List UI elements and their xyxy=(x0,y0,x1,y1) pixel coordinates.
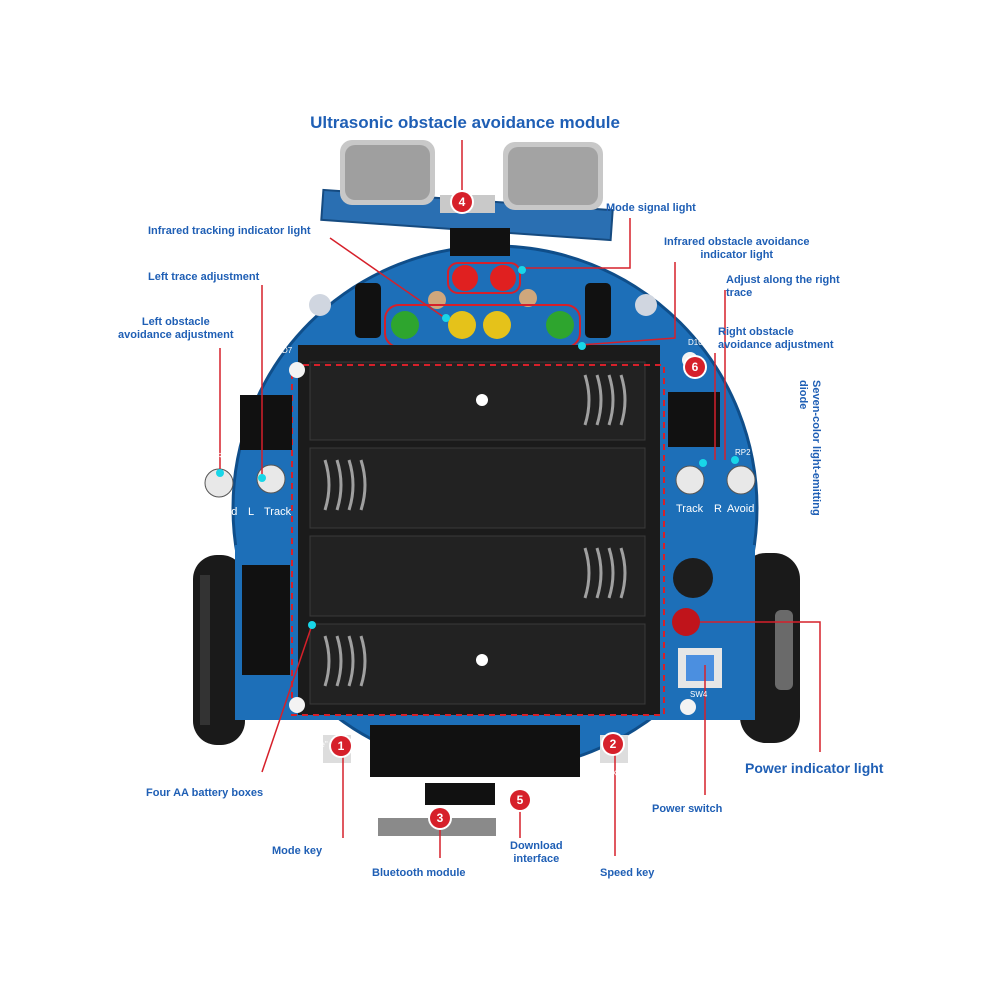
left-obstacle-label: Left obstacle avoidance adjustment xyxy=(118,316,234,341)
mode-key-label: Mode key xyxy=(272,845,323,857)
mode-signal-leds xyxy=(452,265,516,291)
ultrasonic-sensor-icon xyxy=(320,140,614,256)
bluetooth-label: Bluetooth module xyxy=(372,867,466,879)
pcb-avoid-right: Avoid xyxy=(727,503,755,515)
ic-chips xyxy=(240,392,720,836)
pcb-mode: Mode xyxy=(298,724,326,736)
infrared-tracking-label: Infrared tracking indicator light xyxy=(148,225,311,237)
download-interface-label: Download interface xyxy=(510,840,563,865)
pcb-d7: D7 xyxy=(282,346,293,355)
leader-lines xyxy=(219,140,821,858)
pcb-speed-quoted: "Speed" xyxy=(646,740,675,749)
pcb-k1: K1 xyxy=(352,769,362,778)
battery-box xyxy=(291,345,665,716)
speed-key-label: Speed key xyxy=(600,867,655,879)
pcb-track-right: Track xyxy=(676,503,704,515)
pcb-avoid-left: Avoid xyxy=(210,506,238,518)
infrared-obstacle-label: Infrared obstacle avoidance indicator li… xyxy=(664,236,810,261)
power-switch-label: Power switch xyxy=(652,803,723,815)
pcb-r: R xyxy=(714,503,722,515)
indicator-dots xyxy=(216,266,739,629)
right-obstacle-label: Right obstacle avoidance adjustment xyxy=(718,326,834,351)
power-indicator-label: Power indicator light xyxy=(745,760,884,776)
badge-4: 4 xyxy=(452,192,472,212)
pcb-d10: D10 xyxy=(688,338,703,347)
pcb-track-left: Track xyxy=(264,506,292,518)
pcb-mode-quoted: "Mode" xyxy=(302,740,328,749)
pcb-speed: Speed xyxy=(645,724,677,736)
badge-6: 6 xyxy=(685,357,705,377)
badge-5: 5 xyxy=(510,790,530,810)
mode-signal-light-label: Mode signal light xyxy=(606,202,696,214)
pcb-rp1: RP1 xyxy=(217,452,233,461)
pcb-l: L xyxy=(248,506,255,518)
seven-color-led-label: Seven-color light-emitting diode xyxy=(797,380,822,516)
pcb-rp2: RP2 xyxy=(735,448,751,457)
pcb-sw4: SW4 xyxy=(690,690,708,699)
potentiometer-icons xyxy=(204,464,756,498)
left-trace-label: Left trace adjustment xyxy=(148,271,260,283)
badge-3: 3 xyxy=(430,808,450,828)
badge-2: 2 xyxy=(603,734,623,754)
power-area xyxy=(672,558,722,688)
ir-sensors xyxy=(309,283,657,338)
pcb-k2: K2 xyxy=(612,769,622,778)
badge-1: 1 xyxy=(331,736,351,756)
battery-box-label: Four AA battery boxes xyxy=(146,787,264,799)
tracking-leds xyxy=(391,311,574,339)
right-trace-label: Adjust along the right trace xyxy=(726,274,840,299)
module-title: Ultrasonic obstacle avoidance module xyxy=(310,113,620,132)
